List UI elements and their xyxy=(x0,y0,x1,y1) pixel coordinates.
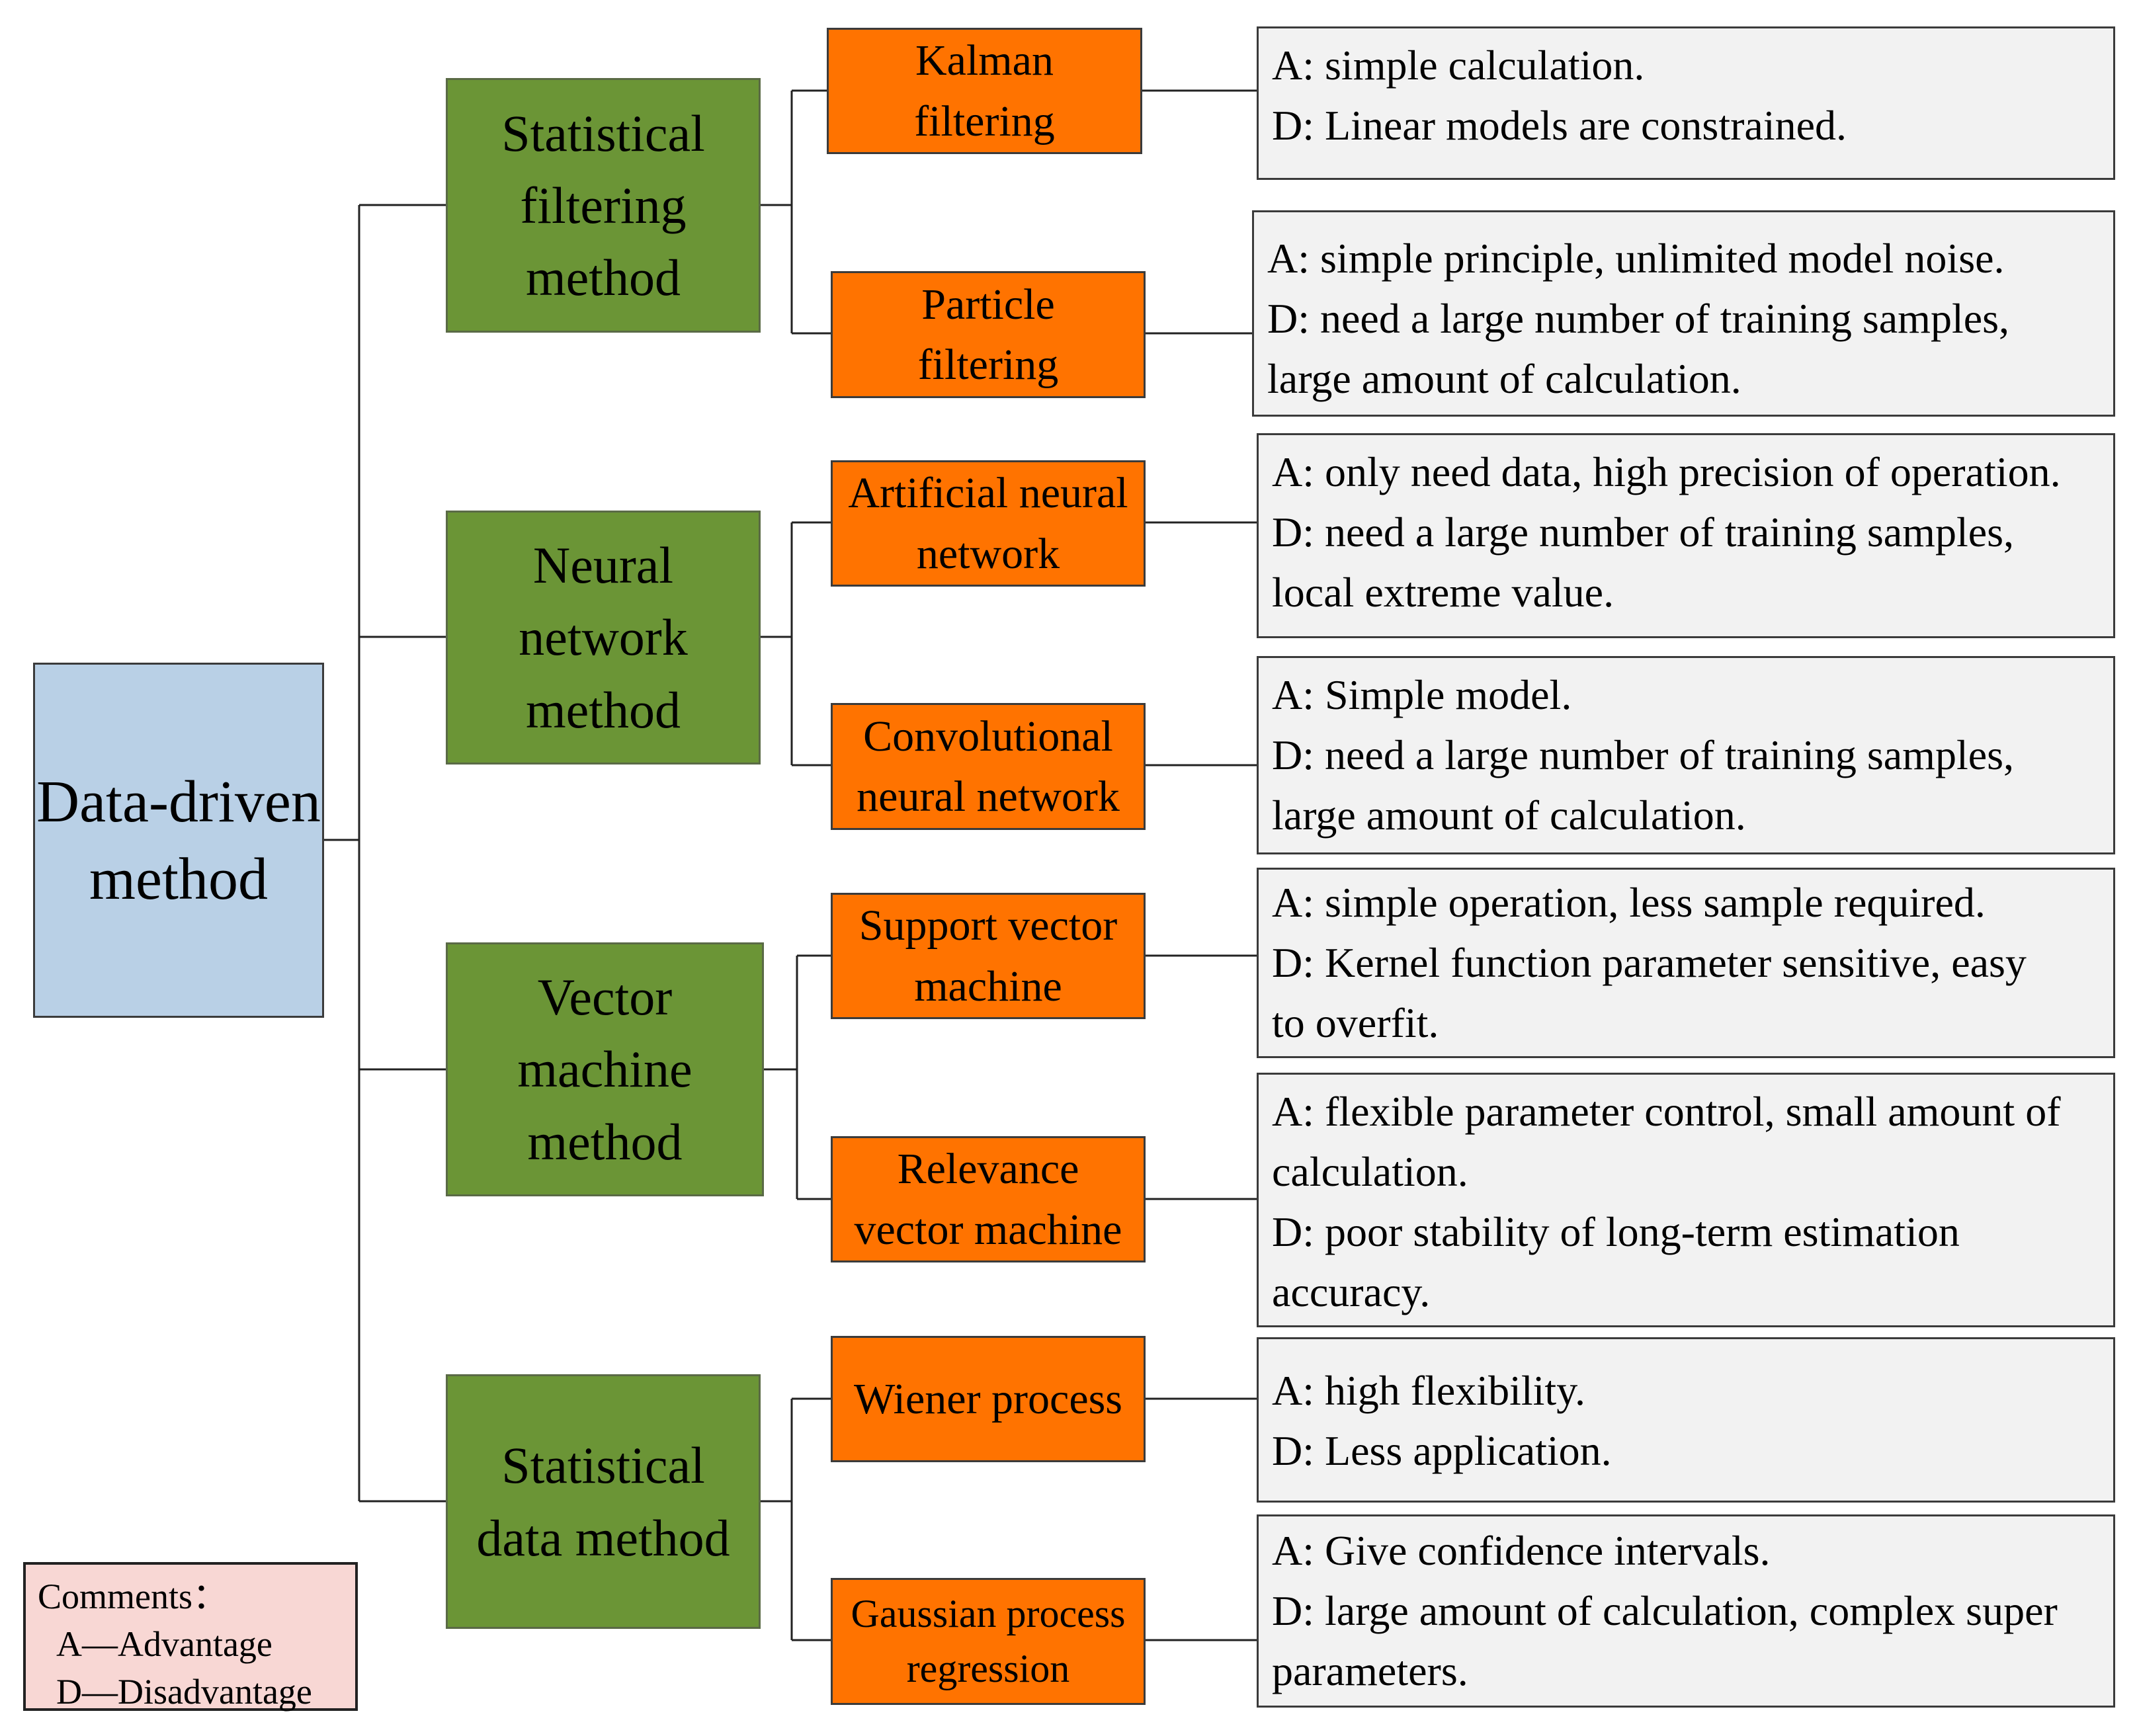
desc-advantage: A: only need data, high precision of ope… xyxy=(1272,448,2061,495)
desc-convolutional-neural-network: A: Simple model. D: need a large number … xyxy=(1257,656,2115,854)
category-label-line: machine xyxy=(517,1040,692,1098)
method-label-line: filtering xyxy=(914,97,1055,145)
method-wiener-process: Wiener process xyxy=(831,1336,1146,1462)
desc-support-vector-machine: A: simple operation, less sample require… xyxy=(1257,868,2115,1058)
root-label-line-2: method xyxy=(89,846,268,912)
category-vector-machine: Vector machine method xyxy=(446,942,764,1196)
root-label-line-1: Data-driven xyxy=(36,768,321,835)
method-label-line: filtering xyxy=(917,341,1059,389)
method-relevance-vector-machine: Relevance vector machine xyxy=(831,1136,1146,1262)
category-label-line: method xyxy=(526,249,681,307)
desc-advantage-cont: calculation. xyxy=(1272,1148,1468,1195)
method-label-line: Kalman xyxy=(915,36,1054,85)
category-statistical-data: Statistical data method xyxy=(446,1374,761,1629)
desc-gaussian-process-regression: A: Give confidence intervals. D: large a… xyxy=(1257,1514,2115,1708)
connector-cat-2 xyxy=(761,521,831,766)
method-kalman-filtering: Kalman filtering xyxy=(827,28,1142,154)
method-label-line: Gaussian process xyxy=(851,1592,1126,1636)
desc-disadvantage-cont: to overfit. xyxy=(1272,999,1439,1046)
desc-particle-filtering: A: simple principle, unlimited model noi… xyxy=(1252,210,2115,417)
method-support-vector-machine: Support vector machine xyxy=(831,893,1146,1019)
category-statistical-filtering: Statistical filtering method xyxy=(446,78,761,333)
method-gaussian-process-regression: Gaussian process regression xyxy=(831,1578,1146,1705)
desc-advantage: A: Give confidence intervals. xyxy=(1272,1527,1771,1574)
desc-artificial-neural-network: A: only need data, high precision of ope… xyxy=(1257,433,2115,638)
comments-item-advantage: A—Advantage xyxy=(56,1624,272,1664)
method-label-line: Convolutional xyxy=(863,712,1113,761)
category-label-line: data method xyxy=(476,1509,730,1567)
method-label-line: Relevance xyxy=(897,1145,1079,1194)
category-neural-network: Neural network method xyxy=(446,511,761,765)
desc-relevance-vector-machine: A: flexible parameter control, small amo… xyxy=(1257,1073,2115,1327)
method-label-line: neural network xyxy=(857,772,1120,821)
method-label-line: Wiener process xyxy=(854,1374,1122,1423)
desc-disadvantage-cont: parameters. xyxy=(1272,1647,1468,1694)
desc-advantage: A: Simple model. xyxy=(1272,671,1572,718)
comments-title: Comments： xyxy=(38,1577,229,1616)
method-label-line: Artificial neural xyxy=(848,469,1128,518)
comments-item-disadvantage: D—Disadvantage xyxy=(56,1672,312,1712)
category-label-line: Vector xyxy=(537,968,673,1026)
connector-cat-4 xyxy=(761,1397,831,1641)
desc-wiener-process: A: high flexibility. D: Less application… xyxy=(1257,1337,2115,1503)
method-label-line: network xyxy=(916,529,1060,578)
desc-advantage: A: high flexibility. xyxy=(1272,1367,1586,1414)
method-particle-filtering: Particle filtering xyxy=(831,271,1146,398)
category-label-line: network xyxy=(519,608,688,667)
desc-disadvantage: D: large amount of calculation, complex … xyxy=(1272,1587,2058,1634)
desc-disadvantage: D: poor stability of long-term estimatio… xyxy=(1272,1208,1960,1255)
category-label-line: Statistical xyxy=(501,104,705,162)
method-convolutional-neural-network: Convolutional neural network xyxy=(831,703,1146,830)
connector-cat-1 xyxy=(761,89,831,335)
desc-disadvantage: D: need a large number of training sampl… xyxy=(1272,509,2015,556)
category-label-line: Neural xyxy=(532,536,674,595)
method-label-line: machine xyxy=(914,962,1062,1011)
desc-disadvantage: D: need a large number of training sampl… xyxy=(1272,731,2015,778)
desc-disadvantage: D: Less application. xyxy=(1272,1427,1612,1474)
connector-cat-3 xyxy=(764,954,831,1200)
root-node: Data-driven method xyxy=(33,663,324,1018)
category-label-line: Statistical xyxy=(501,1436,705,1495)
desc-advantage: A: simple principle, unlimited model noi… xyxy=(1267,235,2005,282)
desc-disadvantage: D: Kernel function parameter sensitive, … xyxy=(1272,939,2027,986)
desc-disadvantage: D: Linear models are constrained. xyxy=(1272,102,1847,149)
desc-advantage: A: simple calculation. xyxy=(1272,42,1645,89)
desc-advantage: A: simple operation, less sample require… xyxy=(1272,879,1986,926)
category-label-line: method xyxy=(527,1112,683,1171)
desc-advantage: A: flexible parameter control, small amo… xyxy=(1272,1088,2061,1135)
method-label-line: regression xyxy=(906,1647,1070,1690)
method-label-line: Support vector xyxy=(859,901,1118,950)
method-label-line: Particle xyxy=(921,280,1055,329)
category-label-line: method xyxy=(526,681,681,739)
desc-disadvantage: D: need a large number of training sampl… xyxy=(1267,295,2010,342)
desc-disadvantage-cont: accuracy. xyxy=(1272,1268,1431,1315)
comments-legend: Comments： A—Advantage D—Disadvantage xyxy=(23,1562,358,1712)
connector-root xyxy=(324,204,446,1503)
desc-kalman-filtering: A: simple calculation. D: Linear models … xyxy=(1257,26,2115,180)
desc-disadvantage-cont: local extreme value. xyxy=(1272,569,1614,616)
desc-disadvantage-cont: large amount of calculation. xyxy=(1272,792,1746,839)
desc-disadvantage-cont: large amount of calculation. xyxy=(1267,355,1741,402)
method-artificial-neural-network: Artificial neural network xyxy=(831,460,1146,587)
method-label-line: vector machine xyxy=(854,1205,1122,1254)
category-label-line: filtering xyxy=(520,176,687,234)
